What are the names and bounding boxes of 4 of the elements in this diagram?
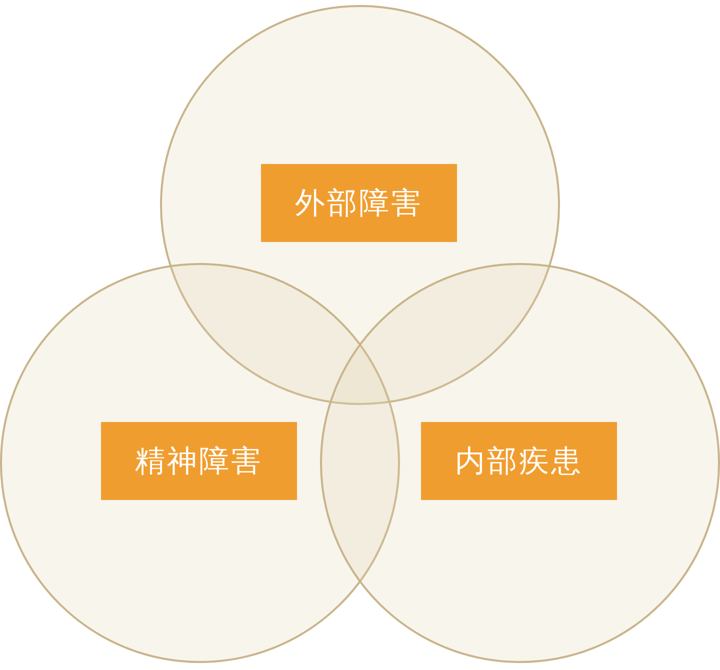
category-label: 内部疾患 [421,422,617,500]
category-label: 精神障害 [101,422,297,500]
venn-circle [320,263,720,663]
category-label: 外部障害 [261,164,457,242]
